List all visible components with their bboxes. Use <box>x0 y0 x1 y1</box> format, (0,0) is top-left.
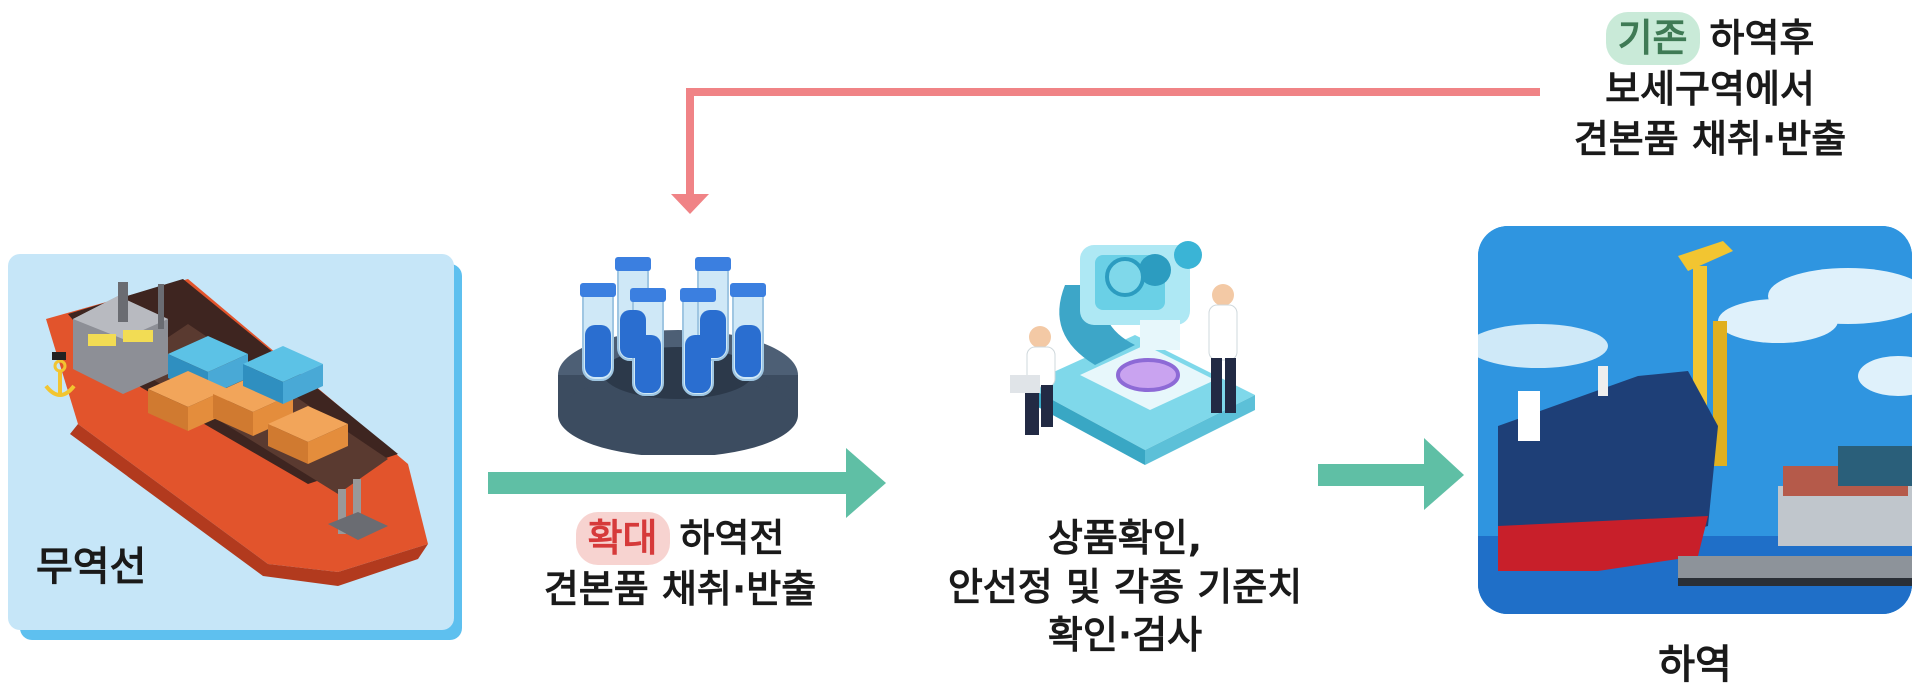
existing-badge: 기존 <box>1605 12 1700 66</box>
before-sub: 견본품 채취·반출 <box>543 566 817 611</box>
inspection-line-3: 확인·검사 <box>1047 613 1203 658</box>
harbor-panel <box>1478 226 1912 614</box>
unload-label: 하역 <box>1658 642 1732 688</box>
ship-panel: 무역선 <box>8 254 462 640</box>
microscope-lab-icon <box>1010 241 1255 465</box>
existing-title: 하역후 <box>1709 16 1815 60</box>
existing-line-3: 견본품 채취·반출 <box>1573 116 1847 161</box>
cargo-ship-icon <box>44 279 428 586</box>
before-title: 하역전 <box>679 516 785 560</box>
inspection-text: 상품확인, 안선정 및 각종 기준치 확인·검사 <box>900 514 1350 660</box>
existing-line-2: 보세구역에서 <box>1605 67 1815 112</box>
inspection-line-2: 안선정 및 각종 기준치 <box>947 564 1303 609</box>
inspection-line-1: 상품확인, <box>1047 516 1203 560</box>
ship-label: 무역선 <box>36 544 147 590</box>
expanded-badge: 확대 <box>575 512 670 565</box>
flow-arrow-2 <box>1318 438 1464 510</box>
harbor-unloading-icon <box>1478 226 1912 614</box>
test-tube-rack-icon <box>558 257 798 455</box>
flow-arrow-1 <box>488 448 886 518</box>
